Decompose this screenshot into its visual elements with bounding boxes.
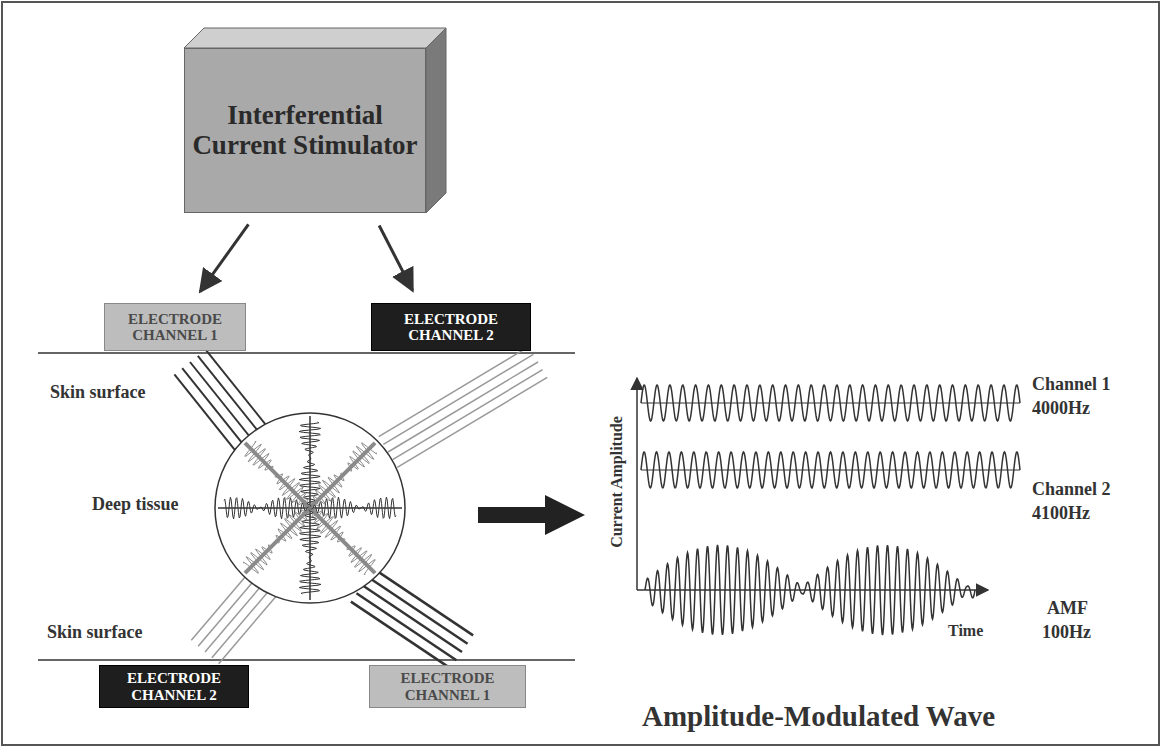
electrode-pad: ELECTRODE CHANNEL 2 (371, 303, 531, 351)
region-label: Deep tissue (90, 494, 181, 515)
frequency-label: 4100Hz (1030, 503, 1092, 524)
electrode-label: ELECTRODE CHANNEL 1 (376, 670, 519, 703)
region-label: Skin surface (45, 622, 145, 643)
electrode-label: ELECTRODE CHANNEL 2 (378, 311, 524, 344)
current-beam-line (383, 354, 533, 444)
current-beam-line (198, 579, 255, 646)
region-label: Skin surface (48, 382, 148, 403)
electrode-label: ELECTRODE CHANNEL 1 (111, 311, 239, 344)
stimulator-3d-faces (184, 28, 446, 213)
electrode-pad: ELECTRODE CHANNEL 2 (99, 665, 249, 708)
chart-title: Amplitude-Modulated Wave (640, 700, 997, 733)
current-beam-line (356, 593, 456, 660)
connector-arrow (379, 225, 412, 290)
channel-label: Channel 2 (1030, 479, 1113, 500)
electrode-pad: ELECTRODE CHANNEL 1 (104, 303, 246, 351)
channel-label: Channel 1 (1030, 374, 1113, 395)
box-top-face (184, 28, 446, 48)
interference-waves (218, 416, 402, 600)
current-beam-line (388, 362, 538, 452)
wave-baseline (641, 403, 1020, 404)
channel-label: AMF (1045, 598, 1090, 619)
current-beam-line (205, 585, 262, 652)
stimulator-box: Interferential Current Stimulator (184, 48, 426, 213)
frequency-label: 4000Hz (1030, 398, 1092, 419)
current-beam-line (379, 347, 529, 437)
big-arrow (478, 495, 585, 535)
current-beam-line (191, 573, 248, 640)
box-side-face (426, 28, 446, 213)
axis-label: Current Amplitude (608, 414, 626, 550)
electrode-pad: ELECTRODE CHANNEL 1 (369, 665, 526, 708)
modulated-wave (244, 443, 377, 574)
stimulator-name: Interferential Current Stimulator (191, 101, 419, 160)
channel-2-wave (641, 452, 1020, 488)
skin-surface-line (38, 352, 575, 354)
frequency-label: 100Hz (1040, 622, 1093, 643)
waveforms (641, 385, 1020, 635)
current-beam-line (212, 591, 269, 658)
amf-wave (645, 545, 975, 635)
channel-1-wave (641, 385, 1020, 421)
deep-tissue-circle (215, 413, 405, 603)
wave-baseline (641, 470, 1020, 471)
y-axis (636, 378, 638, 590)
current-beam-line (219, 597, 276, 664)
current-beam-line (351, 602, 451, 669)
connector-arrow (200, 224, 248, 291)
axis-label: Time (946, 622, 985, 640)
electrode-label: ELECTRODE CHANNEL 2 (106, 670, 242, 703)
skin-surface-line (38, 659, 575, 661)
